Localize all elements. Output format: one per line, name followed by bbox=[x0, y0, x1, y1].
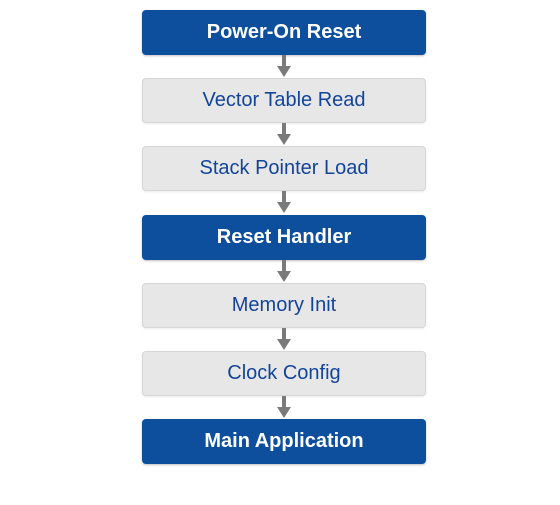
step-main-application: Main Application bbox=[142, 419, 426, 464]
step-label: Vector Table Read bbox=[202, 89, 366, 111]
arrow-down-icon bbox=[277, 123, 291, 145]
arrow-down-icon bbox=[277, 260, 291, 282]
step-label: Memory Init bbox=[231, 294, 337, 316]
step-label: Main Application bbox=[204, 430, 364, 452]
step-clock-config: Clock Config bbox=[142, 351, 426, 396]
arrow-down-icon bbox=[277, 396, 291, 418]
step-stack-pointer-load: Stack Pointer Load bbox=[142, 146, 426, 191]
step-label: Stack Pointer Load bbox=[199, 157, 369, 179]
step-reset-handler: Reset Handler bbox=[142, 215, 426, 260]
arrow-down-icon bbox=[277, 55, 291, 77]
step-power-on-reset: Power-On Reset bbox=[142, 10, 426, 55]
arrow-down-icon bbox=[277, 328, 291, 350]
step-memory-init: Memory Init bbox=[142, 283, 426, 328]
arrow-down-icon bbox=[277, 191, 291, 213]
step-label: Clock Config bbox=[227, 362, 341, 384]
step-vector-table-read: Vector Table Read bbox=[142, 78, 426, 123]
step-label: Power-On Reset bbox=[206, 21, 362, 43]
step-label: Reset Handler bbox=[216, 226, 352, 248]
